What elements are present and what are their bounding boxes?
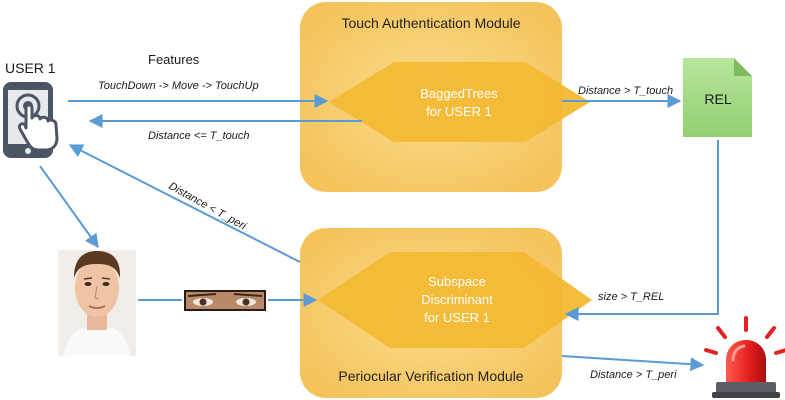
touch-module-title: Touch Authentication Module — [341, 15, 520, 31]
edge-touch-sequence: TouchDown -> Move -> TouchUp — [98, 80, 259, 92]
rel-label: REL — [704, 91, 731, 107]
arrow-peri-to-alarm — [561, 355, 705, 372]
rel-box: REL — [683, 58, 752, 137]
edge-peri-accept: Distance < T_peri — [167, 180, 249, 233]
arrow-rel-to-peri-module — [564, 140, 719, 321]
subspace-discriminant-classifier — [318, 252, 592, 348]
smartphone-touch-icon — [3, 82, 59, 158]
touch-classifier-line1: BaggedTrees — [420, 86, 498, 101]
peri-classifier-line1: Subspace — [428, 274, 486, 289]
user-label: USER 1 — [5, 60, 56, 76]
periocular-module-title: Periocular Verification Module — [338, 368, 523, 384]
bagged-trees-classifier — [329, 62, 590, 142]
edge-touch-accept: Distance <= T_touch — [148, 130, 250, 142]
eye-region-crop — [184, 290, 266, 311]
alarm-siren-icon — [704, 316, 785, 398]
periocular-verification-module: Subspace Discriminant for USER 1 Periocu… — [300, 228, 592, 398]
features-label: Features — [148, 52, 200, 67]
edge-touch-reject: Distance > T_touch — [578, 85, 673, 97]
peri-classifier-line3: for USER 1 — [424, 310, 490, 325]
touch-classifier-line2: for USER 1 — [426, 104, 492, 119]
arrow-peri-accept-to-phone — [68, 144, 301, 263]
arrow-phone-to-face — [39, 165, 99, 249]
edge-size-rel: size > T_REL — [598, 291, 664, 303]
edge-peri-reject: Distance > T_peri — [590, 369, 677, 381]
peri-classifier-line2: Discriminant — [421, 292, 493, 307]
touch-authentication-module: Touch Authentication Module BaggedTrees … — [300, 2, 590, 192]
face-photo — [58, 250, 136, 356]
